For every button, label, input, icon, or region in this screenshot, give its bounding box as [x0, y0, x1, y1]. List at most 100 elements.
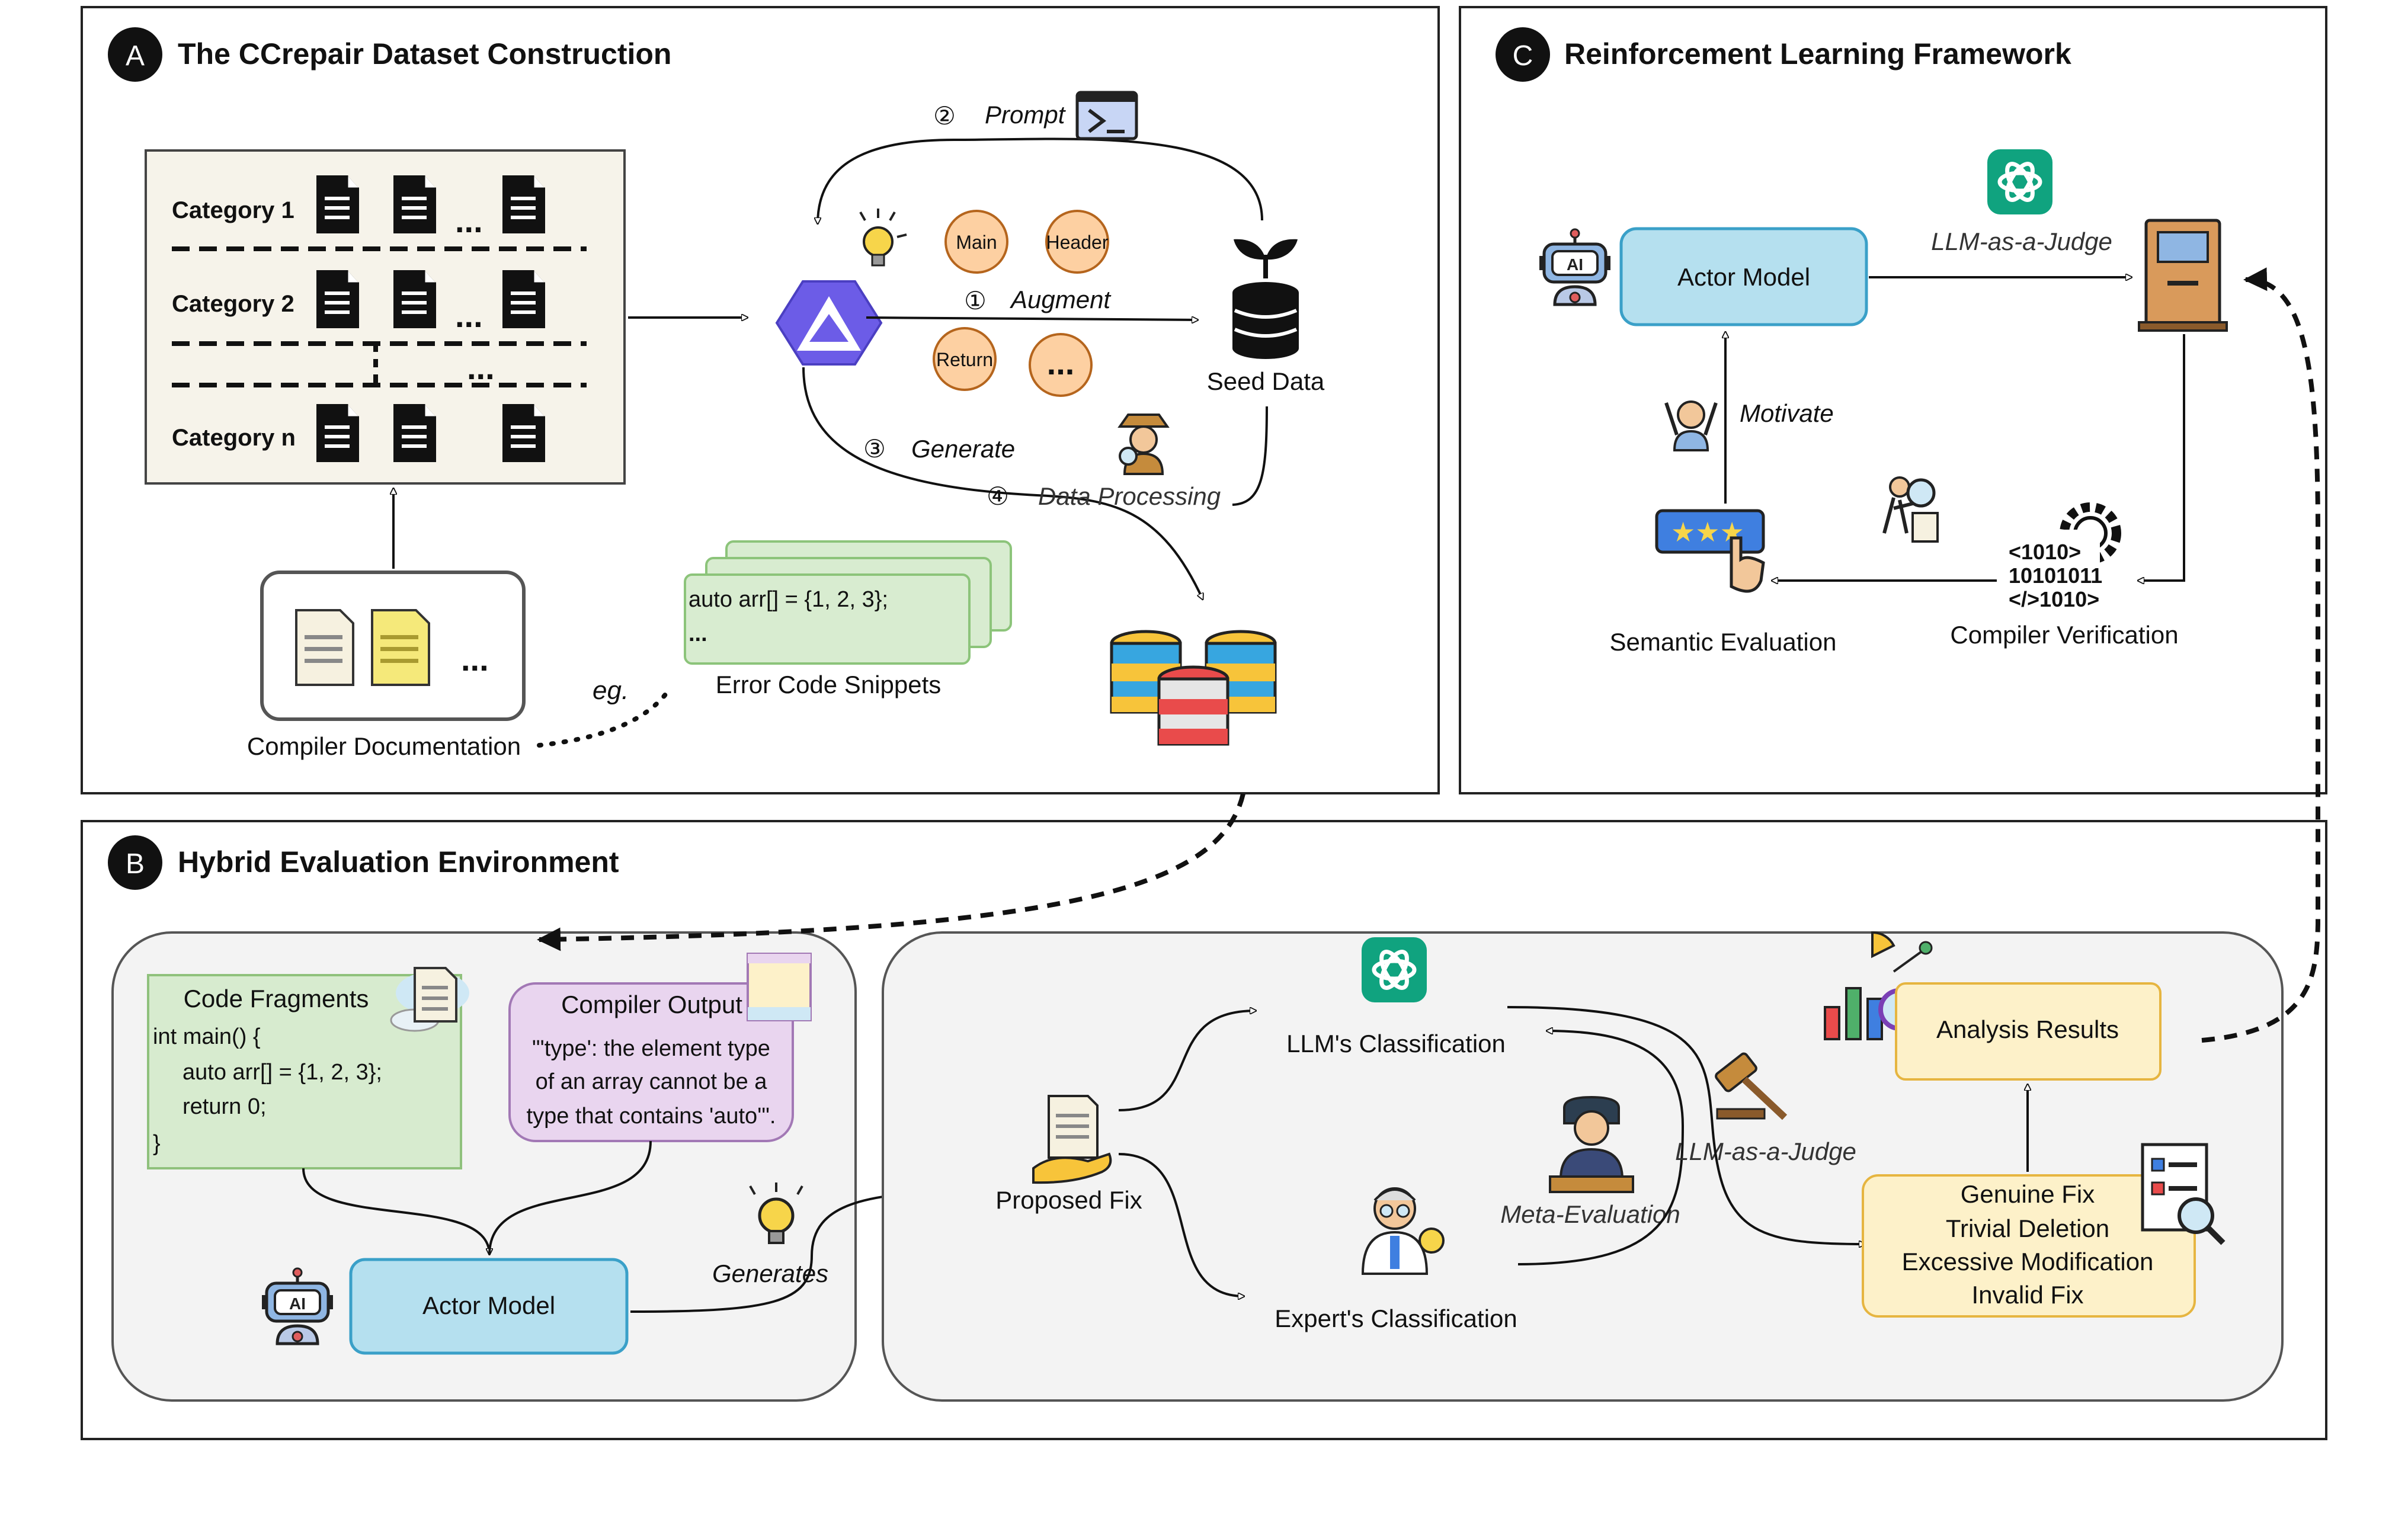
terminal-icon: [1075, 91, 1138, 140]
arrow-augment: [866, 318, 1198, 320]
arrow-llm-to-categories: [1507, 1006, 1865, 1244]
dotted-connector: [537, 685, 673, 748]
token-label: Return: [936, 349, 993, 370]
rating-hand-icon: ★★★: [1655, 509, 1765, 593]
step-number: ①: [964, 287, 987, 315]
panel-a-title: The CCrepair Dataset Construction: [178, 37, 671, 70]
document-icon: [501, 269, 546, 329]
actor-model-label: Actor Model: [422, 1292, 555, 1319]
snippet-code-line: ...: [689, 621, 707, 646]
document-icon: [392, 269, 437, 329]
document-icon: [295, 609, 354, 686]
fix-category: Excessive Modification: [1902, 1248, 2154, 1276]
fix-category: Genuine Fix: [1961, 1180, 2095, 1208]
snippet-code-line: auto arr[] = {1, 2, 3};: [689, 587, 888, 612]
panel-c: C Reinforcement Learning Framework Actor…: [1459, 6, 2327, 794]
code-line: }: [153, 1131, 161, 1156]
category-label: Category n: [172, 425, 296, 451]
compiler-output-title: Compiler Output: [561, 991, 742, 1018]
arrow-generate: [802, 367, 1203, 600]
arrow-fix-to-expert: [1118, 1153, 1244, 1296]
code-fragments-title: Code Fragments: [184, 985, 369, 1012]
proposed-fix-label: Proposed Fix: [995, 1186, 1142, 1214]
flow-data-to-evaluation: [537, 793, 1245, 951]
compiler-output-line: "'type': the element type: [532, 1036, 770, 1061]
openai-logo-icon: [1987, 149, 2052, 214]
gavel-icon: [1715, 1052, 1788, 1120]
cheering-person-icon: [1664, 400, 1718, 451]
compiler-output-line: type that contains 'auto'".: [527, 1104, 776, 1129]
token-bubble: [933, 327, 997, 391]
arrow-output-to-actor: [488, 1140, 652, 1255]
document-icon: [371, 609, 430, 686]
arrow-fix-to-llm: [1118, 1011, 1256, 1111]
bulb-icon: [859, 209, 907, 267]
hand-document-icon: [1032, 1095, 1112, 1184]
panel-a-badge: [108, 27, 162, 82]
token-bubble: [1029, 333, 1093, 397]
prompt-label: Prompt: [985, 101, 1067, 129]
seed-data-label: Seed Data: [1207, 367, 1325, 395]
token-bubble: [944, 210, 1008, 274]
bulb-icon: [749, 1182, 803, 1244]
token-label: Main: [956, 232, 997, 253]
scientist-icon: [1361, 1187, 1445, 1275]
door-icon: [2138, 219, 2228, 332]
binary-row: </>1010>: [2009, 587, 2099, 611]
flow-results-to-judge: [2201, 267, 2320, 1043]
document-icon: [501, 403, 546, 463]
judge-icon: [1549, 1095, 1634, 1193]
analysis-results-box: [1895, 982, 2162, 1081]
step-number: ②: [933, 102, 956, 130]
motivate-label: Motivate: [1740, 399, 1834, 427]
document-icon: [747, 953, 812, 1021]
compiler-verification-label: Compiler Verification: [1950, 621, 2178, 649]
fix-category: Trivial Deletion: [1946, 1214, 2109, 1242]
ellipsis: ...: [467, 349, 495, 386]
panel-b: B Hybrid Evaluation Environment Code Fra…: [81, 820, 2327, 1440]
generate-label: Generate: [911, 435, 1015, 463]
step-number: ④: [987, 482, 1009, 510]
code-line: auto arr[] = {1, 2, 3};: [182, 1060, 382, 1085]
expert-classification-label: Expert's Classification: [1275, 1305, 1517, 1332]
document-icon: [501, 174, 546, 235]
arrow-code-to-actor: [302, 1168, 489, 1255]
fix-category: Invalid Fix: [1971, 1281, 2083, 1309]
augment-label: Augment: [1009, 286, 1112, 313]
fix-categories-box: [1862, 1174, 2196, 1318]
panel-c-border: [1459, 6, 2327, 794]
document-icon: [315, 174, 360, 235]
document-icon: [392, 174, 437, 235]
actor-model-box: [1619, 227, 1868, 326]
detective-icon: [1117, 414, 1170, 475]
panel-b-badge: [108, 835, 162, 890]
snippet-card: [684, 573, 971, 665]
semantic-evaluation-label: Semantic Evaluation: [1610, 628, 1837, 656]
error-snippets-label: Error Code Snippets: [716, 671, 942, 698]
panel-c-badge-label: C: [1513, 40, 1533, 72]
category-label: Category 2: [172, 291, 294, 317]
arrow-prompt: [818, 137, 1263, 224]
processing-label: Data Processing: [1038, 482, 1221, 510]
document-icon: [315, 403, 360, 463]
qwen-logo-icon: [775, 280, 883, 366]
actor-model-label: Actor Model: [1677, 263, 1810, 291]
meta-evaluation-label: Meta-Evaluation: [1500, 1200, 1680, 1228]
plant-database-icon: [1232, 239, 1299, 359]
ellipsis: ...: [461, 640, 489, 678]
analysis-results-label: Analysis Results: [1936, 1015, 2119, 1043]
code-line: int main() {: [153, 1024, 261, 1049]
arrow-processing: [1232, 406, 1268, 506]
database-stack-icon: [1110, 630, 1277, 746]
panel-b-title: Hybrid Evaluation Environment: [178, 845, 619, 879]
compiler-documentation-label: Compiler Documentation: [247, 732, 521, 760]
person-magnifier-icon: [1882, 476, 1939, 543]
code-line: return 0;: [182, 1094, 267, 1119]
panel-b-badge-label: B: [126, 848, 145, 880]
category-label: Category 1: [172, 197, 294, 223]
document-icon: [392, 403, 437, 463]
actor-model-box: [349, 1258, 629, 1355]
checklist-icon: [2141, 1143, 2226, 1245]
document-icon: [315, 269, 360, 329]
